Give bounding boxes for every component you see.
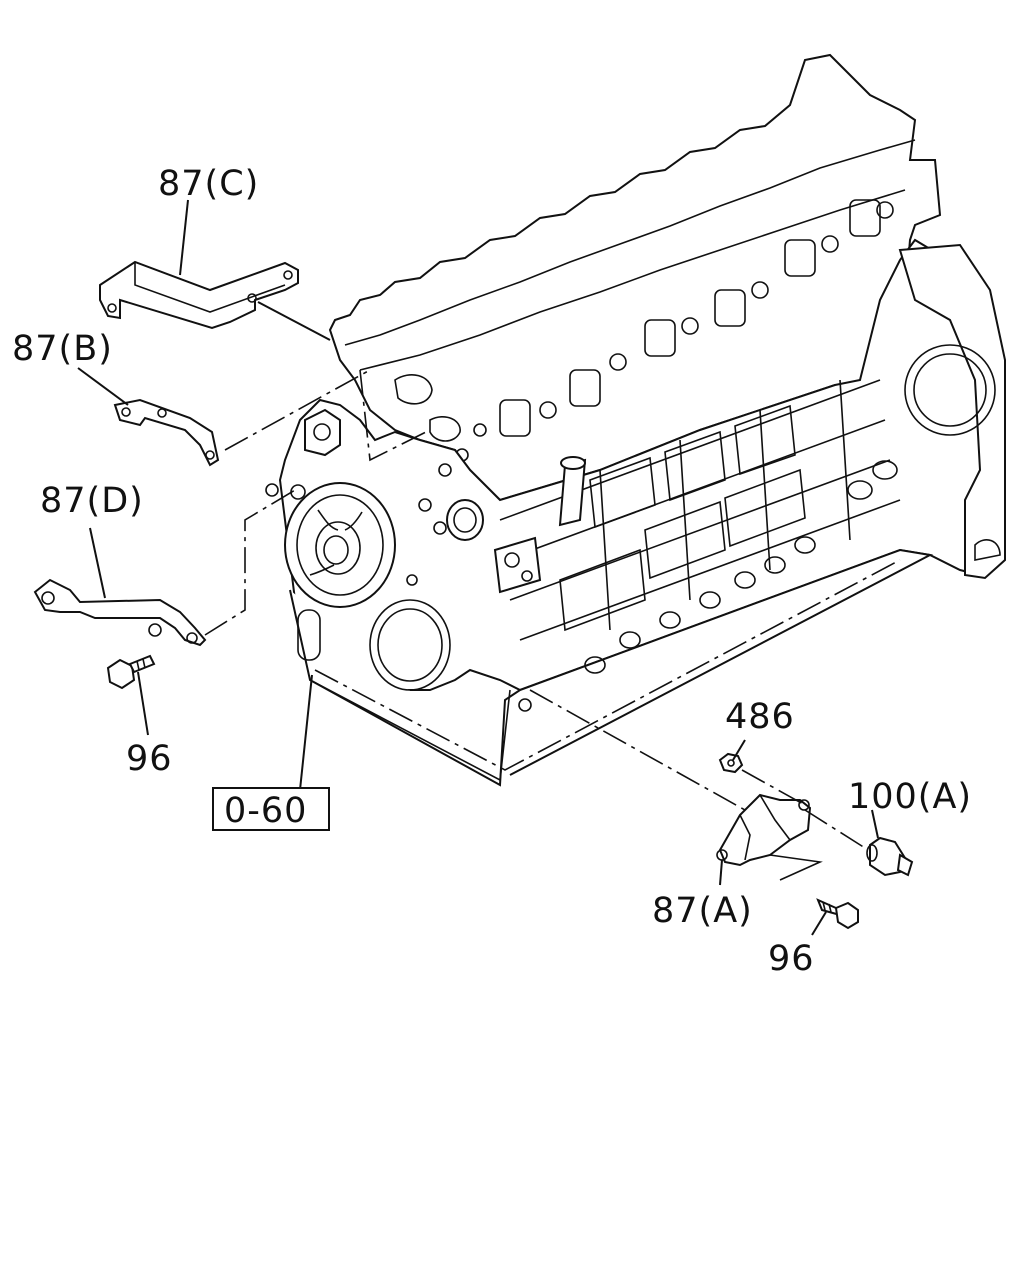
callout-96-right: 96 xyxy=(768,939,815,979)
callout-96-left: 96 xyxy=(126,739,173,779)
intake-ports xyxy=(499,199,894,437)
front-holes xyxy=(406,463,532,712)
reference-box xyxy=(212,787,330,831)
sensor-100a xyxy=(804,809,914,877)
timing-slot xyxy=(297,609,321,661)
bolt-96-right xyxy=(816,898,859,930)
callout-87b: 87(B) xyxy=(12,329,113,369)
bracket-87a xyxy=(529,689,823,881)
bracket-87c xyxy=(99,260,331,341)
front-bracket-ear xyxy=(304,408,341,457)
water-outlet xyxy=(446,456,587,594)
callout-87d: 87(D) xyxy=(40,481,144,521)
engine-block xyxy=(265,53,1006,787)
callout-100a: 100(A) xyxy=(848,777,972,817)
callout-87c: 87(C) xyxy=(158,164,259,204)
bracket-87d xyxy=(33,489,296,647)
callout-87a: 87(A) xyxy=(652,891,753,931)
front-bore xyxy=(369,599,451,691)
bearing-bosses xyxy=(584,460,898,674)
callout-486: 486 xyxy=(725,697,795,737)
flywheel-housing xyxy=(898,243,1006,580)
callout-0-60: 0-60 xyxy=(224,791,307,831)
head-ridge xyxy=(344,139,916,346)
leader-lines xyxy=(77,199,879,936)
nut-486 xyxy=(718,752,806,806)
front-pulley xyxy=(284,482,396,608)
block-windows xyxy=(559,404,806,632)
bolt-96-left xyxy=(106,654,156,690)
bracket-87b xyxy=(113,369,371,467)
